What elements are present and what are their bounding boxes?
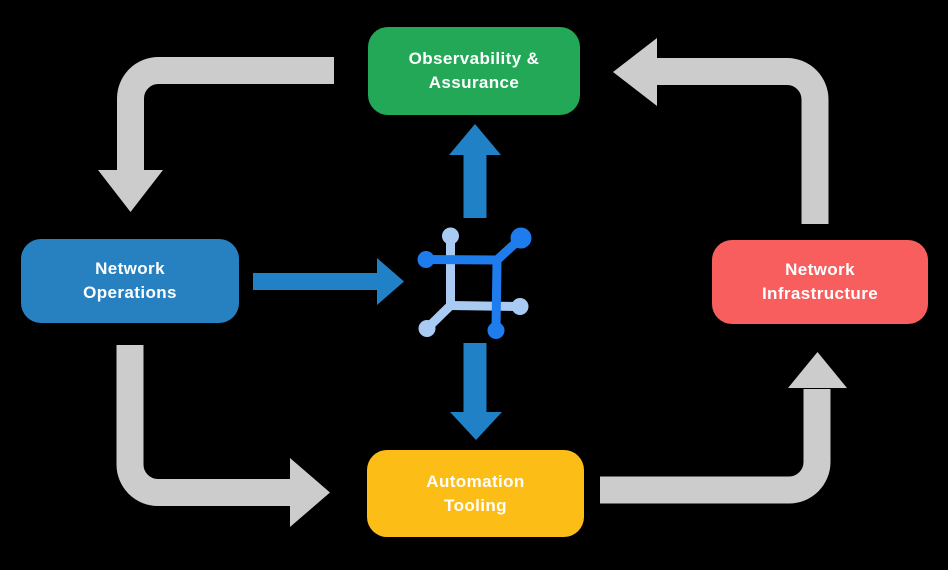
left-arrowhead-icon <box>613 38 657 106</box>
blue-arrows <box>253 124 502 440</box>
network-mesh-icon-dark-nodes <box>417 227 532 339</box>
node-observability-label-line2: Assurance <box>428 73 520 92</box>
node-infrastructure-label-line2: Infrastructure <box>761 284 879 303</box>
flow-operations-to-automation-shaft <box>116 345 291 506</box>
arrow-icon-to-observability <box>449 124 501 218</box>
network-mesh-icon <box>417 227 532 339</box>
node-automation-tooling: Automation Tooling <box>367 450 584 537</box>
flow-automation-to-infrastructure-shaft <box>600 389 831 504</box>
arrow-icon-to-automation <box>450 343 502 440</box>
right-arrowhead-icon <box>290 458 330 527</box>
network-mesh-icon-light-nodes <box>418 227 529 337</box>
node-observability-assurance: Observability & Assurance <box>368 27 580 115</box>
node-operations-label-line1: Network <box>95 259 165 278</box>
node-operations-label-line2: Operations <box>83 283 177 302</box>
node-network-infrastructure: Network Infrastructure <box>712 240 928 324</box>
down-arrowhead-icon <box>98 170 163 212</box>
node-automation-label-line2: Tooling <box>444 495 507 515</box>
gray-arrow-heads <box>98 38 847 527</box>
arrow-operations-to-icon <box>253 258 404 305</box>
node-automation-label-line1: Automation <box>426 471 525 491</box>
gray-arrow-shafts <box>116 57 831 506</box>
flow-infrastructure-to-observability-shaft <box>656 58 829 224</box>
node-observability-label-line1: Observability & <box>408 49 540 68</box>
up-arrowhead-icon <box>788 352 847 388</box>
node-network-operations: Network Operations <box>21 239 239 323</box>
node-infrastructure-label-line1: Network <box>785 260 855 279</box>
flow-observability-to-operations-shaft <box>117 57 334 172</box>
